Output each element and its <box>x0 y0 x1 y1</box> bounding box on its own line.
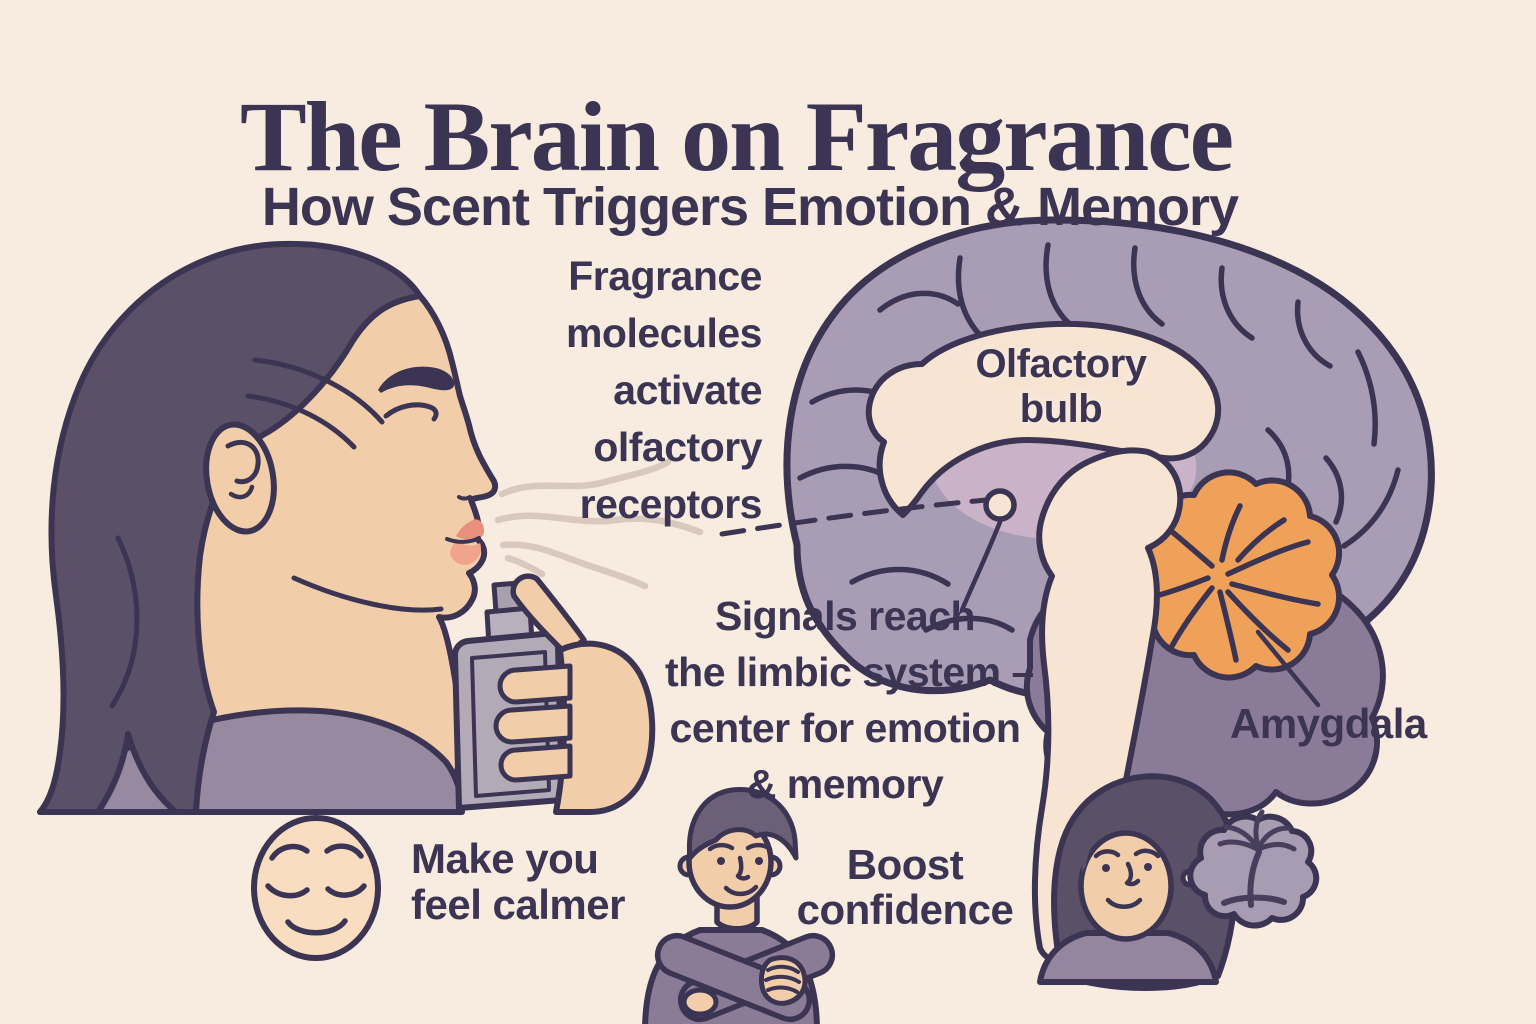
label-line: feel calmer <box>411 881 625 928</box>
jaw-line <box>291 575 444 613</box>
label-line: Signals reach <box>714 593 976 639</box>
label-line: Make you <box>411 835 599 882</box>
woman2-shoulders <box>1037 930 1219 985</box>
page-subtitle: How Scent Triggers Emotion & Memory <box>261 176 1239 237</box>
nostril <box>457 495 472 501</box>
man-body <box>642 927 820 1024</box>
eye <box>717 857 725 865</box>
mouth-line <box>445 536 481 544</box>
finger-lines <box>764 964 801 994</box>
label-line: receptors <box>579 481 763 527</box>
label-line: Fragrance <box>568 253 762 299</box>
eye <box>1102 864 1110 872</box>
woman-hair <box>37 240 423 815</box>
crossed-arm <box>678 932 835 1023</box>
boost-confidence-label: Boost confidence <box>780 842 1030 932</box>
ear <box>677 854 701 878</box>
label-line: center for emotion <box>669 705 1021 751</box>
brainstem <box>1031 447 1184 963</box>
label-line: Olfactory <box>975 342 1147 386</box>
fragrance-molecules-label: Fragrance molecules activate olfactory r… <box>565 248 763 533</box>
woman-shirt <box>37 707 465 815</box>
label-line: olfactory <box>593 424 762 470</box>
perfume-bottle-icon <box>452 580 565 811</box>
neck <box>714 893 760 932</box>
eyebrow <box>378 366 455 393</box>
calm-face-icon <box>251 815 381 961</box>
woman2-face <box>1078 830 1174 942</box>
amygdala-highlight-icon <box>1135 469 1343 681</box>
label-line: confidence <box>796 886 1014 933</box>
hand <box>681 987 719 1017</box>
feel-calmer-label: Make you feel calmer <box>411 836 625 928</box>
amygdala-lobes <box>1153 503 1321 663</box>
hand-icon <box>493 573 656 815</box>
ear-inner <box>228 484 255 500</box>
hair-strand <box>109 535 140 709</box>
palm-tree-icon <box>1217 809 1297 908</box>
eye <box>755 857 763 865</box>
man-face-features <box>707 842 773 897</box>
cerebellum <box>1023 552 1386 824</box>
label-line: molecules <box>565 310 763 356</box>
woman2-fringe <box>1081 796 1190 872</box>
ear <box>203 421 277 535</box>
upper-lip <box>456 519 485 540</box>
eye <box>1144 863 1152 871</box>
olfactory-bulb-label: Olfactory bulb <box>929 342 1193 432</box>
hair-strand <box>252 357 385 425</box>
woman2-face-features <box>1093 848 1161 909</box>
limbic-system-label: Signals reach the limbic system – center… <box>665 588 1034 812</box>
crossed-arm <box>655 932 812 1023</box>
ear-inner <box>225 439 261 485</box>
label-line: Amygdala <box>1230 700 1427 747</box>
page-title: The Brain on Fragrance <box>239 81 1234 192</box>
ear <box>759 854 783 878</box>
gyri-lines <box>797 242 1401 633</box>
hand <box>758 955 808 1006</box>
hair-strand <box>245 393 357 450</box>
label-line: the limbic system – <box>665 649 1034 695</box>
label-line: & memory <box>746 761 944 807</box>
daydreaming-woman-icon <box>1037 773 1320 991</box>
label-line: activate <box>613 367 762 413</box>
label-line: bulb <box>1019 387 1103 431</box>
lower-lip <box>450 541 481 565</box>
closed-eye <box>383 402 439 422</box>
label-line: Boost <box>846 841 964 888</box>
amygdala-label: Amygdala <box>1230 700 1427 748</box>
thought-bubble-icon <box>1187 813 1320 929</box>
woman-face <box>137 293 499 815</box>
man-face <box>686 814 774 910</box>
amygdala-pointer-line <box>1255 629 1321 708</box>
thought-dot <box>1180 868 1200 888</box>
woman2-hair-back <box>1051 773 1239 991</box>
olfactory-bulb-marker-icon <box>983 488 1017 522</box>
